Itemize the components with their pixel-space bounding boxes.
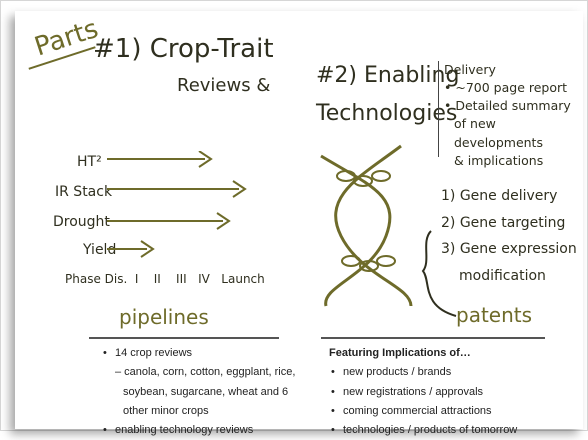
list-item: new products / brands bbox=[331, 363, 559, 383]
crop-trait-title: #1) Crop-Trait bbox=[93, 34, 274, 64]
patents-brace-icon bbox=[421, 230, 457, 317]
delivery-item: & implications bbox=[454, 152, 544, 168]
delivery-heading: Delivery bbox=[444, 62, 496, 77]
tech-step: 1) Gene delivery bbox=[441, 188, 558, 204]
phase-axis: Phase Dis. I II III IV Launch bbox=[65, 272, 265, 286]
section-divider bbox=[89, 337, 279, 339]
pipelines-heading: pipelines bbox=[119, 305, 209, 329]
delivery-item: • Detailed summary bbox=[444, 98, 571, 114]
list-item: other minor crops bbox=[123, 404, 209, 417]
tech-steps: 1) Gene delivery 2) Gene targeting 3) Ge… bbox=[441, 183, 577, 289]
implications-heading: Featuring Implications of… bbox=[329, 347, 471, 359]
list-item: soybean, sugarcane, wheat and 6 bbox=[123, 385, 289, 398]
pipeline-label: Drought bbox=[53, 214, 110, 230]
tech-step: modification bbox=[459, 267, 546, 284]
pipeline-arrow-head bbox=[232, 180, 247, 198]
technologies-title: Technologies bbox=[316, 101, 458, 126]
list-item: – canola, corn, cotton, eggplant, rice, bbox=[115, 366, 296, 379]
patents-heading: patents bbox=[456, 303, 533, 327]
crop-trait-subtitle: Reviews & bbox=[177, 75, 271, 96]
list-item: new registrations / approvals bbox=[331, 383, 559, 403]
delivery-item: of new developments bbox=[454, 116, 543, 150]
dna-helix-icon bbox=[320, 144, 413, 307]
pipeline-label: IR Stack bbox=[55, 184, 113, 200]
pipeline-arrow-head bbox=[216, 212, 231, 230]
pipeline-arrow-head bbox=[198, 151, 213, 168]
enabling-title: #2) Enabling bbox=[316, 63, 460, 88]
delivery-divider bbox=[438, 61, 439, 157]
pipeline-arrow-head bbox=[140, 240, 155, 258]
list-item: 14 crop reviews bbox=[103, 344, 311, 364]
section-divider bbox=[321, 337, 545, 339]
tech-step: 3) Gene expression bbox=[441, 241, 577, 258]
pipeline-label: HT² bbox=[77, 154, 102, 170]
tech-step: 2) Gene targeting bbox=[441, 214, 566, 231]
crop-reviews-list: 14 crop reviews – canola, corn, cotton, … bbox=[101, 344, 311, 440]
delivery-item: • ~700 page report bbox=[444, 80, 568, 96]
delivery-notes: Delivery • ~700 page report • Detailed s… bbox=[444, 61, 587, 170]
pipeline-label: Yield bbox=[83, 242, 117, 258]
pipeline-arrows bbox=[107, 151, 247, 258]
slide: Parts #1) Crop-Trait Reviews & #2) Enabl… bbox=[0, 0, 588, 431]
implications-list: Featuring Implications of… new products … bbox=[329, 344, 559, 440]
list-item: coming commercial attractions bbox=[331, 402, 559, 422]
